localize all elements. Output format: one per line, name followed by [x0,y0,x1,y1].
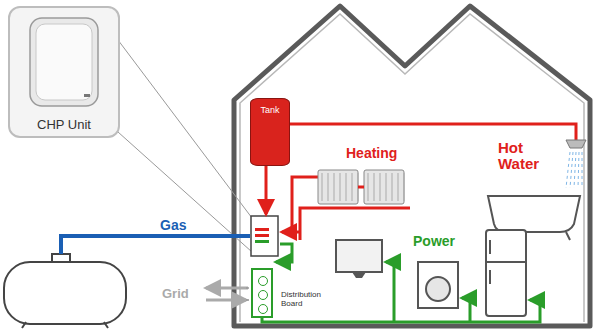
grid-arrow-in [206,287,248,290]
gas-tank [4,262,126,324]
hot-water-tank: Tank [250,98,290,166]
grid-label: Grid [162,287,189,301]
radiators [318,170,404,204]
chp-unit-image [10,8,118,118]
tank-pipe [265,166,268,214]
power-line [386,262,394,322]
house-outline [234,6,590,326]
washing-door [426,277,450,301]
breaker-dot [258,276,268,286]
shower-head [566,140,586,148]
node-label: Tank [251,99,289,115]
radiator-fins [322,173,404,201]
heating-label: Heating [346,146,397,161]
power-line [276,250,292,262]
chp-bar [255,234,269,237]
gas-label: Gas [160,218,186,233]
bathtub [488,196,580,232]
fridge-door [486,240,526,284]
chp-bar [255,240,269,243]
chp-box [251,216,278,256]
radiator-link [358,186,364,189]
breaker-dot [258,304,268,314]
distribution-board: Distribution Board [251,268,273,318]
node-label: Distribution Board [281,291,327,309]
chp-bar [255,228,269,231]
breaker-dot [258,290,268,300]
heating-pipe [292,177,318,232]
hot-water-pipe [287,124,576,140]
tv [336,240,382,272]
power-label: Power [413,234,455,249]
power-line [462,298,470,322]
shower-water [566,152,582,188]
grid-arrow-out [206,299,246,302]
chp-callout: CHP Unit [8,6,120,138]
house-inner-line [240,14,584,322]
heating-arrow [282,231,300,234]
heating-return [300,208,410,240]
gas-pipe [61,236,250,254]
power-bus [262,300,540,322]
washing-machine [418,262,458,308]
leader-line [118,40,252,218]
tv-stand [352,272,366,278]
power-line [280,244,292,250]
gas-tank-legs [22,322,108,328]
gas-tank-valve [52,254,70,262]
node-label: CHP Unit [10,117,118,132]
fridge [486,230,526,316]
hot-water-label: Hot Water [498,140,550,172]
